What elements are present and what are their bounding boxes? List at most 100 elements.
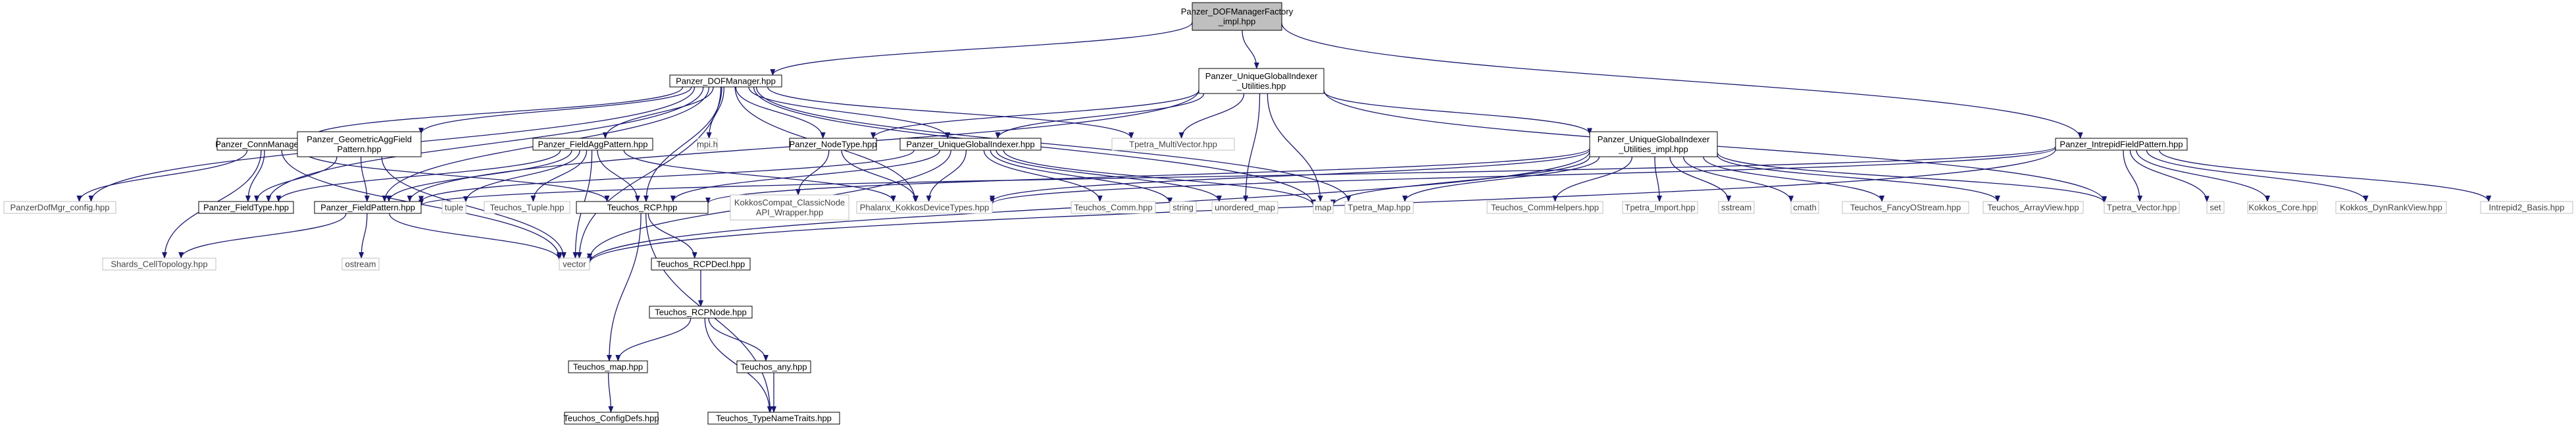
node-commhelp-label-line-0: Teuchos_CommHelpers.hpp bbox=[1491, 203, 1599, 213]
node-tnt-label-line-0: Teuchos_TypeNameTraits.hpp bbox=[716, 414, 832, 423]
node-ugi_util_impl-label-line-0: Panzer_UniqueGlobalIndexer bbox=[1598, 134, 1710, 144]
node-sstream-label-line-0: sstream bbox=[1721, 203, 1752, 213]
node-set-box bbox=[2206, 201, 2225, 214]
node-cfgdefs[interactable]: Teuchos_ConfigDefs.hpp bbox=[563, 412, 659, 425]
node-fieldtype[interactable]: Panzer_FieldType.hpp bbox=[198, 201, 294, 214]
node-dofmgr[interactable]: Panzer_DOFManager.hpp bbox=[669, 74, 782, 88]
node-umap-label-line-0: unordered_map bbox=[1215, 203, 1275, 213]
node-tnt[interactable]: Teuchos_TypeNameTraits.hpp bbox=[707, 412, 840, 425]
node-ugi_util[interactable]: Panzer_UniqueGlobalIndexer_Utilities.hpp bbox=[1198, 68, 1325, 94]
node-tany[interactable]: Teuchos_any.hpp bbox=[736, 360, 811, 373]
edge-ugi_util-to-map bbox=[1267, 93, 1323, 202]
node-tmap-label-line-0: Tpetra_Map.hpp bbox=[1348, 203, 1410, 213]
node-root: Panzer_DOFManagerFactory_impl.hpp bbox=[1181, 2, 1294, 31]
node-ugi_util_impl-label-line-1: _Utilities_impl.hpp bbox=[1618, 144, 1688, 154]
edge-rcpnode-to-tmaph bbox=[615, 317, 692, 362]
node-kcore-box bbox=[2247, 201, 2318, 214]
edge-fieldpattern-to-ostream bbox=[359, 213, 368, 259]
edge-fieldagg-to-rcp bbox=[597, 149, 640, 202]
node-mpih-label-line-0: mpi.h bbox=[697, 140, 718, 149]
node-mpih-box bbox=[697, 138, 718, 151]
node-sstream: sstream bbox=[1718, 201, 1755, 214]
node-av: Teuchos_ArrayView.hpp bbox=[1983, 201, 2084, 214]
node-nodetype-box bbox=[789, 138, 877, 151]
edge-tmaph-to-cfgdefs bbox=[607, 372, 614, 413]
node-ifp[interactable]: Panzer_IntrepidFieldPattern.hpp bbox=[2055, 138, 2188, 151]
edge-ugi-to-tcomm bbox=[983, 149, 1103, 202]
node-tcomm: Teuchos_Comm.hpp bbox=[1071, 201, 1156, 214]
node-ugi_util_impl[interactable]: Panzer_UniqueGlobalIndexer_Utilities_imp… bbox=[1589, 131, 1718, 157]
node-rcpdecl[interactable]: Teuchos_RCPDecl.hpp bbox=[651, 257, 751, 271]
node-intrepid: Intrepid2_Basis.hpp bbox=[2480, 201, 2573, 214]
node-tmv-box bbox=[1111, 138, 1235, 151]
node-intrepid-box bbox=[2480, 201, 2573, 214]
node-kdrv-box bbox=[2335, 201, 2447, 214]
node-geomagg-box bbox=[297, 131, 422, 157]
edge-fieldagg-to-phalanx bbox=[623, 149, 896, 202]
node-intrepid-label-line-0: Intrepid2_Basis.hpp bbox=[2489, 203, 2565, 213]
edge-ugi_util-to-umap bbox=[1243, 93, 1261, 202]
node-string: string bbox=[1169, 201, 1197, 214]
node-shards-label-line-0: Shards_CellTopology.hpp bbox=[111, 259, 207, 269]
edge-fieldagg-to-tuple bbox=[463, 149, 580, 203]
edge-fieldpattern-to-vector bbox=[389, 213, 562, 261]
node-set-label-line-0: set bbox=[2210, 203, 2221, 213]
node-fieldagg-box bbox=[532, 138, 653, 151]
node-ttuple-box bbox=[484, 201, 570, 214]
node-dofcfg-box bbox=[3, 201, 116, 214]
edge-rcpnode-to-tany bbox=[708, 317, 769, 362]
node-shards: Shards_CellTopology.hpp bbox=[102, 257, 216, 271]
node-tmv-label-line-0: Tpetra_MultiVector.hpp bbox=[1129, 140, 1217, 149]
edge-dofmgr-to-fieldagg bbox=[602, 86, 714, 139]
edge-connmgr-to-rcp bbox=[301, 149, 610, 202]
edge-ifp-to-intrepid bbox=[2159, 149, 2492, 202]
node-rcp-box bbox=[576, 201, 709, 214]
node-fieldagg[interactable]: Panzer_FieldAggPattern.hpp bbox=[532, 138, 653, 151]
node-fos-box bbox=[1842, 201, 1969, 214]
edge-rcp-to-rcpdecl bbox=[647, 213, 697, 259]
node-fieldpattern[interactable]: Panzer_FieldPattern.hpp bbox=[314, 201, 422, 214]
edge-root-to-ifp bbox=[1281, 22, 2083, 139]
node-dofmgr-box bbox=[669, 74, 782, 88]
edge-rcp-to-tmaph bbox=[606, 213, 642, 362]
edge-ugi-to-map bbox=[1003, 149, 1316, 207]
edge-fieldpattern-to-shards bbox=[178, 213, 347, 259]
edge-fieldagg-to-ttuple bbox=[530, 149, 588, 202]
node-ostream: ostream bbox=[341, 257, 380, 271]
edge-connmgr-to-dofcfg bbox=[76, 149, 248, 202]
node-ugi[interactable]: Panzer_UniqueGlobalIndexer.hpp bbox=[899, 138, 1042, 151]
node-tmap: Tpetra_Map.hpp bbox=[1344, 201, 1414, 214]
node-root-label-line-0: Panzer_DOFManagerFactory bbox=[1181, 7, 1294, 16]
node-tcomm-box bbox=[1071, 201, 1156, 214]
edge-dofmgr-to-geomagg bbox=[418, 86, 692, 134]
node-shards-box bbox=[102, 257, 216, 271]
node-kcore: Kokkos_Core.hpp bbox=[2247, 201, 2318, 214]
node-rcpnode-label-line-0: Teuchos_RCPNode.hpp bbox=[655, 308, 746, 317]
edge-fieldagg-to-fieldpattern bbox=[386, 149, 572, 202]
node-connmgr[interactable]: Panzer_ConnManager.hpp bbox=[215, 138, 318, 151]
node-nodetype[interactable]: Panzer_NodeType.hpp bbox=[789, 138, 877, 151]
node-vector-label-line-0: vector bbox=[563, 259, 586, 269]
edge-ifp-to-kdrv bbox=[2146, 149, 2369, 202]
node-ugi-box bbox=[899, 138, 1042, 151]
node-ugi_util-label-line-0: Panzer_UniqueGlobalIndexer bbox=[1205, 71, 1318, 81]
edge-ugi_util_impl-to-phalanx bbox=[990, 149, 1590, 203]
node-dofmgr-label-line-0: Panzer_DOFManager.hpp bbox=[676, 76, 776, 86]
node-tvec: Tpetra_Vector.hpp bbox=[2104, 201, 2180, 214]
node-map-box bbox=[1313, 201, 1334, 214]
edge-ugi_util_impl-to-commhelp bbox=[1552, 156, 1632, 202]
node-rcpdecl-box bbox=[651, 257, 751, 271]
node-nodetype-label-line-0: Panzer_NodeType.hpp bbox=[790, 140, 877, 149]
node-rcp[interactable]: Teuchos_RCP.hpp bbox=[576, 201, 709, 214]
node-ifp-box bbox=[2055, 138, 2188, 151]
node-timport: Tpetra_Import.hpp bbox=[1622, 201, 1698, 214]
node-tmaph[interactable]: Teuchos_map.hpp bbox=[568, 360, 648, 373]
node-fos: Teuchos_FancyOStream.hpp bbox=[1842, 201, 1969, 214]
node-ostream-box bbox=[341, 257, 380, 271]
node-tmap-box bbox=[1344, 201, 1414, 214]
node-rcpnode[interactable]: Teuchos_RCPNode.hpp bbox=[649, 306, 753, 319]
node-kkwrap-label-line-0: KokkosCompat_ClassicNode bbox=[734, 198, 845, 207]
